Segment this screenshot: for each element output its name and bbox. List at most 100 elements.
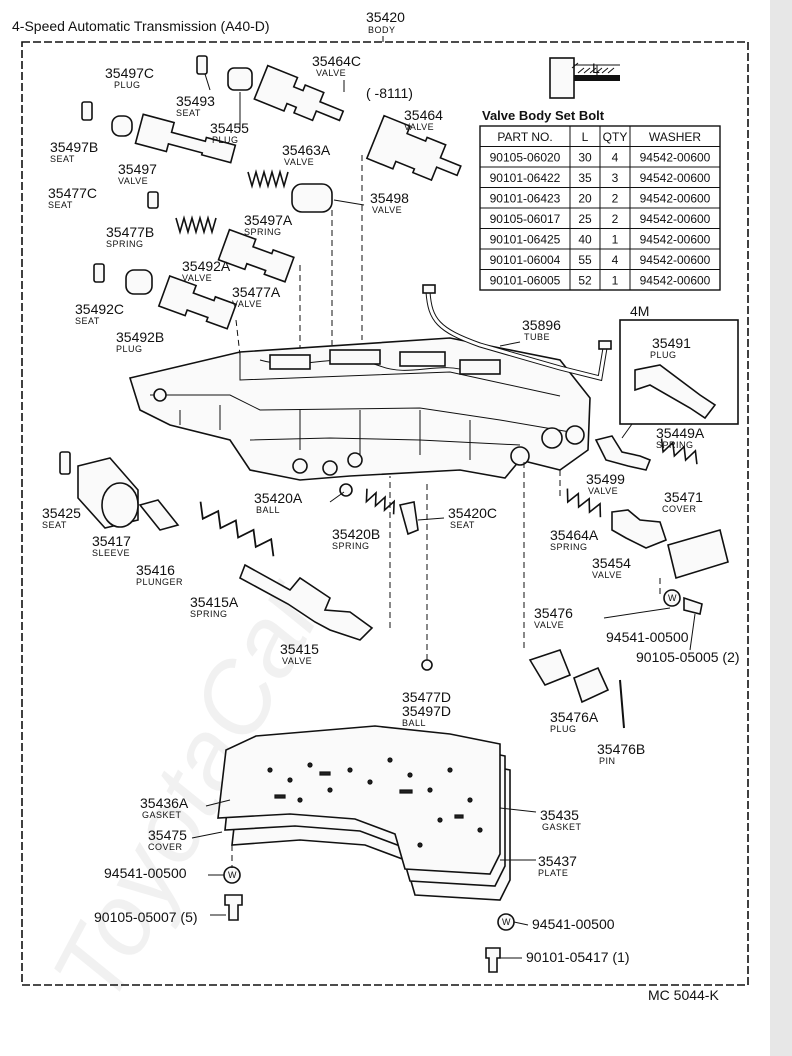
table-cell: 2 xyxy=(612,212,619,226)
table-cell: 3 xyxy=(612,171,619,185)
part-name-35454: VALVE xyxy=(592,570,622,580)
table-cell: 25 xyxy=(578,212,592,226)
table-cell: 55 xyxy=(578,253,592,267)
part-name-35498: VALVE xyxy=(372,205,402,215)
part-no-35477A: 35477A xyxy=(232,284,281,300)
right-side-parts xyxy=(422,57,739,729)
part-no-35476A: 35476A xyxy=(550,709,599,725)
part-name-35420B: SPRING xyxy=(332,541,370,551)
part-no-35464A: 35464A xyxy=(550,527,599,543)
table-header: PART NO. xyxy=(497,130,552,144)
part-no-35417: 35417 xyxy=(92,533,131,549)
part-name-35491: PLUG xyxy=(650,350,677,360)
part-35464-range: ( -8111) xyxy=(366,85,413,101)
table-header: QTY xyxy=(603,130,628,144)
part-name-35475: COVER xyxy=(148,842,183,852)
table-cell: 40 xyxy=(578,233,592,247)
table-cell: 1 xyxy=(612,274,619,288)
part-name-35896: TUBE xyxy=(524,332,550,342)
part-name-35415: VALVE xyxy=(282,656,312,666)
part-no-35471: 35471 xyxy=(664,489,703,505)
figure-code: MC 5044-K xyxy=(648,987,719,1003)
washer-symbol-3: W xyxy=(502,917,511,927)
part-name-35493: SEAT xyxy=(176,108,201,118)
assembly-frame xyxy=(21,41,749,986)
part-name-35416: PLUNGER xyxy=(136,577,183,587)
bolt-part-1: 90105-05005 (2) xyxy=(636,649,740,665)
table-cell: 94542-00600 xyxy=(640,171,711,185)
part-no-35449A: 35449A xyxy=(656,425,705,441)
table-header: L xyxy=(582,130,589,144)
part-name-35436A: GASKET xyxy=(142,810,182,820)
table-cell: 94542-00600 xyxy=(640,233,711,247)
part-name-35477C: SEAT xyxy=(48,200,73,210)
part-no-35454: 35454 xyxy=(592,555,631,571)
part-no-35491: 35491 xyxy=(652,335,691,351)
table-cell: 1 xyxy=(612,233,619,247)
table-cell: 94542-00600 xyxy=(640,274,711,288)
part-no-35493: 35493 xyxy=(176,93,215,109)
table-cell: 2 xyxy=(612,192,619,206)
part-name-35476: VALVE xyxy=(534,620,564,630)
part-no-35455: 35455 xyxy=(210,120,249,136)
table-cell: 35 xyxy=(578,171,592,185)
part-no-35476: 35476 xyxy=(534,605,573,621)
table-cell: 4 xyxy=(612,253,619,267)
part-name-35499: VALVE xyxy=(588,486,618,496)
bolt-length-label: L xyxy=(592,60,600,76)
part-no-35435: 35435 xyxy=(540,807,579,823)
bolt-part-3: 90101-05417 (1) xyxy=(526,949,630,965)
part-no-35477D: 35477D xyxy=(402,689,451,705)
leader-lines xyxy=(191,73,696,959)
part-no-35475: 35475 xyxy=(148,827,187,843)
table-cell: 94542-00600 xyxy=(640,212,711,226)
part-no-35497C: 35497C xyxy=(105,65,154,81)
table-cell: 90105-06017 xyxy=(490,212,561,226)
lower-left-parts xyxy=(59,451,433,671)
part-name-35492C: SEAT xyxy=(75,316,100,326)
part-name-35464C: VALVE xyxy=(316,68,346,78)
table-cell: 30 xyxy=(578,151,592,165)
part-no-35477C: 35477C xyxy=(48,185,97,201)
body-part-name: BODY xyxy=(368,25,396,35)
part-name-35497C: PLUG xyxy=(114,80,141,90)
part-no-35415: 35415 xyxy=(280,641,319,657)
part-no-35498: 35498 xyxy=(370,190,409,206)
table-header: WASHER xyxy=(649,130,702,144)
part-name-35477A: VALVE xyxy=(232,299,262,309)
part-no-35463A: 35463A xyxy=(282,142,331,158)
part-name-35415A: SPRING xyxy=(190,609,228,619)
part-no-35477B: 35477B xyxy=(106,224,154,240)
part-name-35425: SEAT xyxy=(42,520,67,530)
part-no-35425: 35425 xyxy=(42,505,81,521)
part-name-35497B: SEAT xyxy=(50,154,75,164)
table-cell: 52 xyxy=(578,274,592,288)
part-no-35464C: 35464C xyxy=(312,53,361,69)
diagram-title: 4-Speed Automatic Transmission (A40-D) xyxy=(12,18,270,34)
part-name-35497A: SPRING xyxy=(244,227,282,237)
part-name-35492A: VALVE xyxy=(182,273,212,283)
part-name-35464A: SPRING xyxy=(550,542,588,552)
table-cell: 90101-06422 xyxy=(490,171,561,185)
part-no-35492A: 35492A xyxy=(182,258,231,274)
table-cell: 90101-06004 xyxy=(490,253,561,267)
washer-symbol-1: W xyxy=(668,593,677,603)
table-cell: 90105-06020 xyxy=(490,151,561,165)
assembly-lines xyxy=(231,155,661,868)
part-no-35497D: 35497D xyxy=(402,703,451,719)
washer-part-1: 94541-00500 xyxy=(606,629,689,645)
fasteners xyxy=(223,589,703,973)
part-no-35416: 35416 xyxy=(136,562,175,578)
table-cell: 4 xyxy=(612,151,619,165)
part-no-35415A: 35415A xyxy=(190,594,239,610)
table-cell: 20 xyxy=(578,192,592,206)
table-cell: 90101-06423 xyxy=(490,192,561,206)
plate-stack xyxy=(217,725,511,901)
part-name-35476B: PIN xyxy=(599,756,616,766)
scan-margin-strip xyxy=(770,0,792,1056)
part-no-35499: 35499 xyxy=(586,471,625,487)
part-no-35436A: 35436A xyxy=(140,795,189,811)
part-name-35417: SLEEVE xyxy=(92,548,130,558)
